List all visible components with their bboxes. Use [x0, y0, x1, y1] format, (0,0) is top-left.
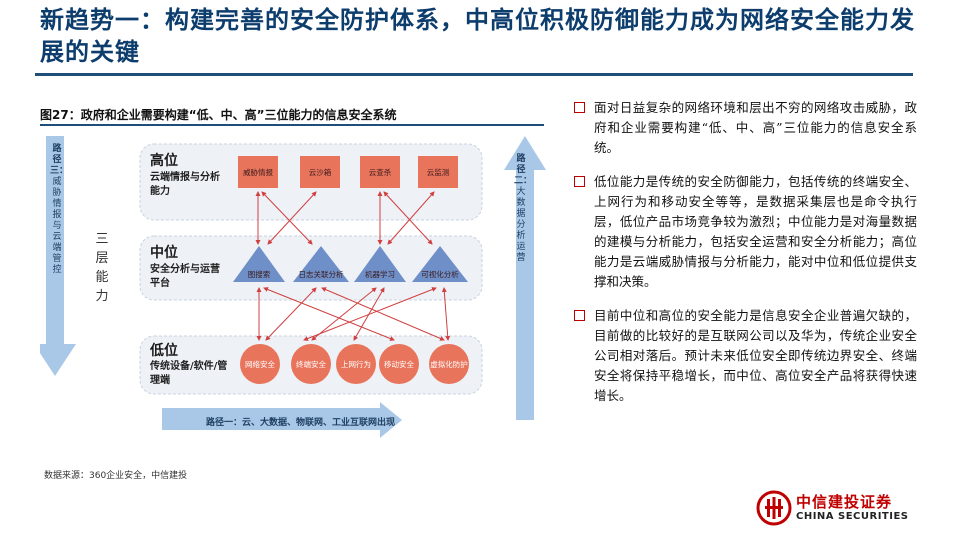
- path-one-label: 路径一：云、大数据、物联网、工业互联网出现: [206, 418, 396, 428]
- low-node-5: [429, 344, 469, 384]
- mid-node-label: 机器学习: [365, 270, 395, 279]
- high-node-label: 云沙箱: [308, 168, 332, 177]
- path-three-label: 路径三：威胁情报与云端管控: [50, 144, 68, 276]
- bullet-box-icon: [574, 310, 585, 321]
- logo-mark-icon: [756, 490, 792, 526]
- high-node-3: [360, 156, 400, 188]
- path-three-arrow: [40, 136, 76, 376]
- high-node-label: 云查杀: [368, 168, 392, 177]
- mid-node-4: [412, 246, 468, 282]
- high-node-4: [418, 156, 458, 188]
- low-node-label: 网络安全: [245, 360, 275, 369]
- tier-high-desc: 云端情报与分析能力: [150, 172, 220, 197]
- tier-high-title: 高位: [150, 153, 178, 169]
- bullet-list: 面对日益复杂的网络环境和层出不穷的网络攻击威胁，政府和企业需要构建“低、中、高”…: [572, 98, 917, 420]
- high-node-2: [300, 156, 340, 188]
- bullet-item: 目前中位和高位的安全能力是信息安全企业普遍欠缺的，目前做的比较好的是互联网公司以…: [572, 306, 917, 406]
- tier-low-title: 低位: [150, 343, 178, 359]
- page-title: 新趋势一：构建完善的安全防护体系，中高位积极防御能力成为网络安全能力发展的关键: [40, 6, 915, 66]
- high-node-1: [238, 156, 278, 188]
- low-node-1: [240, 344, 280, 384]
- security-capability-diagram: 路径三：威胁情报与云端管控 路径二：大数据分析运营 三层能力 高位 云端情报与分…: [40, 130, 550, 460]
- path-two-head: 路径二：: [514, 154, 533, 186]
- low-node-label: 终端安全: [296, 360, 326, 369]
- high-node-label: 威胁情报: [243, 168, 273, 177]
- high-mid-links: [255, 191, 435, 245]
- mid-node-1: [233, 246, 285, 282]
- bullet-item: 低位能力是传统的安全防御能力，包括传统的终端安全、上网行为和移动安全等等，是数据…: [572, 172, 917, 292]
- path-one-arrow: [162, 402, 402, 438]
- bullet-text: 低位能力是传统的安全防御能力，包括传统的终端安全、上网行为和移动安全等等，是数据…: [594, 174, 917, 289]
- bullet-text: 面对日益复杂的网络环境和层出不穷的网络攻击威胁，政府和企业需要构建“低、中、高”…: [594, 100, 917, 155]
- low-node-label: 上网行为: [341, 360, 371, 369]
- logo-chinese-name: 中信建投证券: [796, 493, 893, 511]
- title-divider: [35, 73, 913, 76]
- bullet-box-icon: [574, 176, 585, 187]
- mid-node-2: [293, 246, 349, 282]
- tier-mid-title: 中位: [150, 245, 178, 261]
- mid-node-label: 图搜索: [247, 270, 271, 279]
- data-source: 数据来源：360企业安全，中信建投: [44, 471, 188, 481]
- high-node-label: 云监测: [426, 168, 450, 177]
- caption-divider: [40, 124, 544, 126]
- low-node-2: [291, 344, 331, 384]
- low-node-label: 虚拟化防护: [430, 360, 468, 369]
- path-two-body: 大数据分析运营: [516, 187, 526, 263]
- path-three-body: 威胁情报与云端管控: [52, 177, 62, 275]
- figure-caption: 图27：政府和企业需要构建“低、中、高”三位能力的信息安全系统: [40, 108, 397, 122]
- company-logo: 中信建投证券 CHINA SECURITIES: [756, 490, 916, 530]
- low-node-3: [336, 344, 376, 384]
- mid-low-links: [256, 287, 451, 341]
- mid-node-label: 日志关联分析: [298, 270, 344, 279]
- tier-low-desc: 传统设备/软件/管理端: [150, 361, 228, 386]
- diagram-graphics: [40, 136, 546, 438]
- mid-node-3: [354, 246, 406, 282]
- bullet-text: 目前中位和高位的安全能力是信息安全企业普遍欠缺的，目前做的比较好的是互联网公司以…: [594, 308, 917, 403]
- mid-node-label: 可视化分析: [421, 270, 459, 279]
- path-three-head: 路径三：: [50, 144, 69, 176]
- low-node-4: [379, 344, 419, 384]
- path-two-label: 路径二：大数据分析运营: [514, 154, 532, 264]
- low-node-label: 移动安全: [384, 360, 414, 369]
- bullet-item: 面对日益复杂的网络环境和层出不穷的网络攻击威胁，政府和企业需要构建“低、中、高”…: [572, 98, 917, 158]
- tier-mid-desc: 安全分析与运营平台: [150, 264, 220, 289]
- bullet-box-icon: [574, 102, 585, 113]
- path-two-arrow: [504, 136, 546, 420]
- logo-english-name: CHINA SECURITIES: [796, 511, 909, 522]
- three-layers-label: 三层能力: [95, 232, 109, 304]
